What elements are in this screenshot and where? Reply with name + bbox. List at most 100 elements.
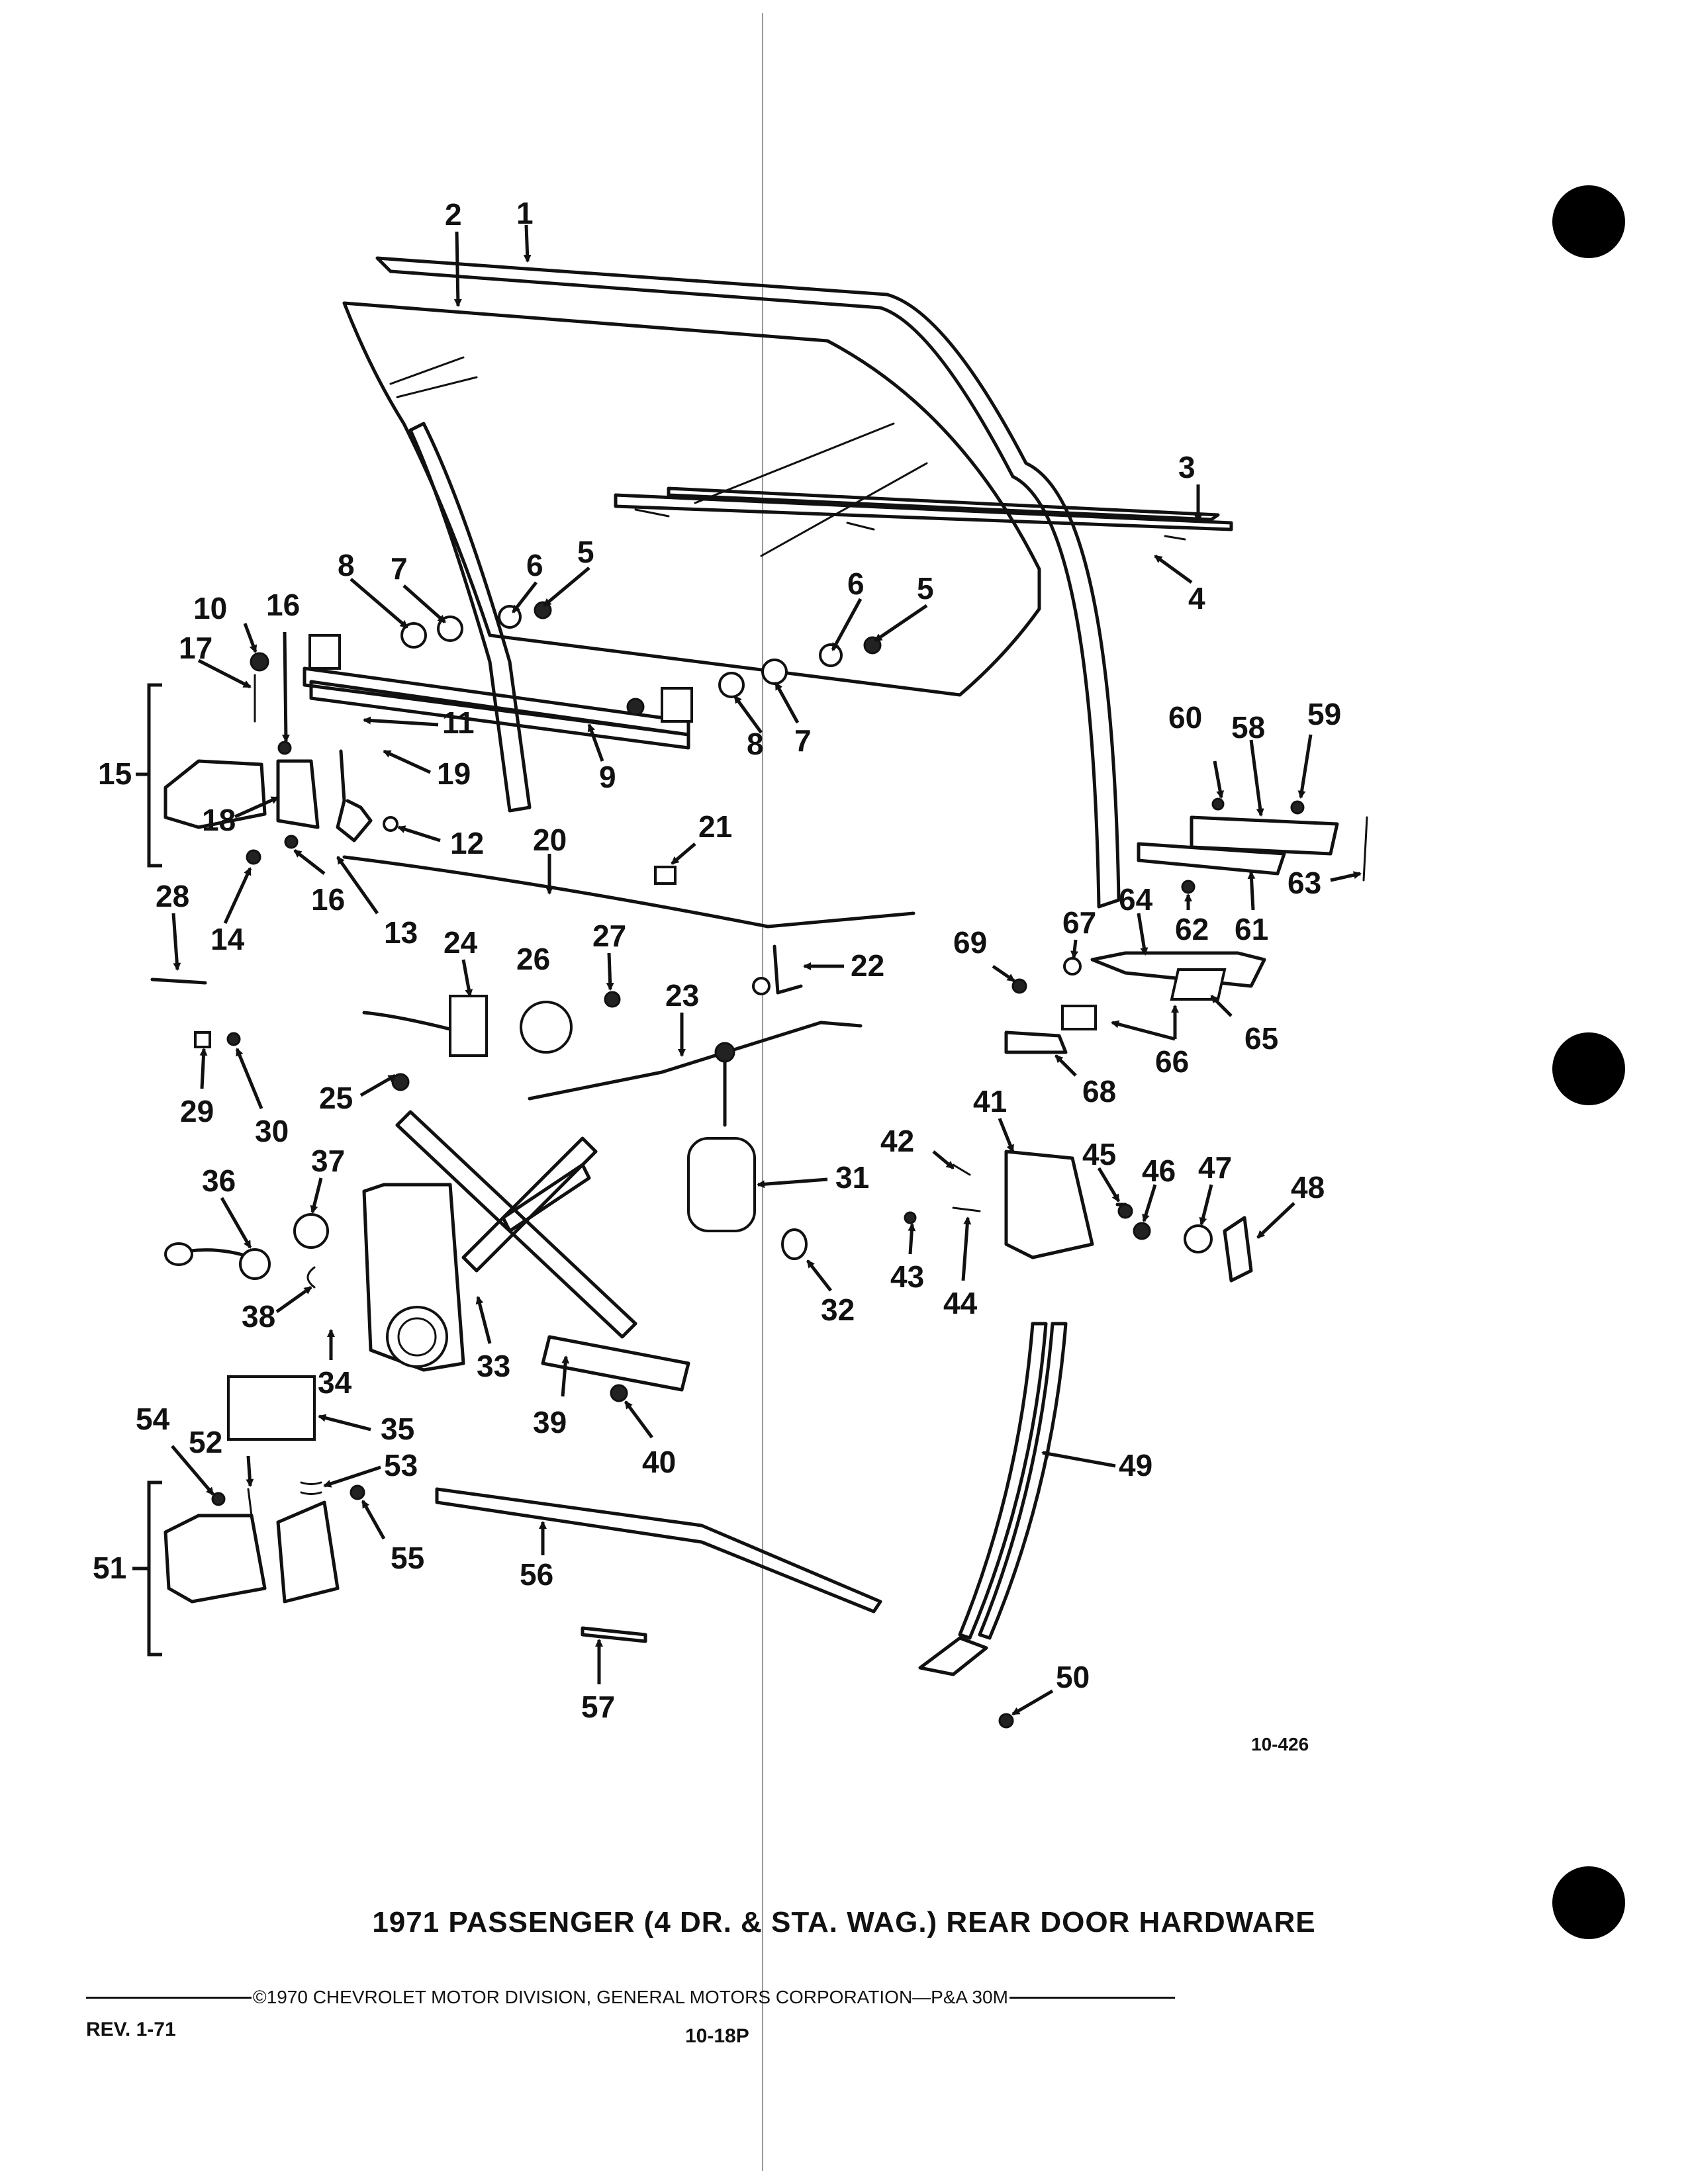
callout-30: 30 xyxy=(255,1114,289,1148)
callout-47: 47 xyxy=(1198,1150,1232,1185)
callout-49: 49 xyxy=(1119,1448,1152,1482)
callout-28: 28 xyxy=(156,879,189,913)
callout-36: 36 xyxy=(202,1163,236,1198)
callout-40: 40 xyxy=(642,1445,676,1479)
callout-67: 67 xyxy=(1062,905,1096,940)
callout-29: 29 xyxy=(180,1094,214,1128)
callout-35: 35 xyxy=(381,1412,414,1446)
binder-hole-middle xyxy=(1552,1032,1625,1105)
callout-33: 33 xyxy=(477,1349,510,1383)
copyright-rule-right xyxy=(1009,1996,1175,1999)
outside-handle xyxy=(1190,815,1339,856)
callout-57: 57 xyxy=(581,1690,615,1724)
callout-13: 13 xyxy=(384,915,418,950)
callout-6b: 6 xyxy=(847,567,865,601)
callout-37: 37 xyxy=(311,1144,345,1178)
door-weatherstrip xyxy=(435,1487,882,1614)
belt-weatherstrip xyxy=(614,493,1233,531)
callout-25: 25 xyxy=(319,1081,353,1115)
callout-7b: 7 xyxy=(794,723,812,758)
callout-12: 12 xyxy=(450,826,484,860)
door-check-link xyxy=(336,749,373,842)
binder-hole-bottom xyxy=(1552,1866,1625,1939)
callout-46: 46 xyxy=(1142,1154,1176,1188)
callout-20: 20 xyxy=(533,823,567,857)
callout-31: 31 xyxy=(835,1160,869,1195)
callout-66: 66 xyxy=(1155,1044,1189,1079)
callout-38: 38 xyxy=(242,1299,275,1334)
upper-hinge xyxy=(164,759,267,829)
figure-id: 10-426 xyxy=(1251,1734,1309,1754)
callout-26: 26 xyxy=(516,942,550,976)
callout-5b: 5 xyxy=(917,571,934,606)
lower-hinge xyxy=(164,1514,267,1604)
callout-63: 63 xyxy=(1288,866,1321,900)
copyright-text: ©1970 CHEVROLET MOTOR DIVISION, GENERAL … xyxy=(253,1987,1008,2007)
binder-hole-top xyxy=(1552,185,1625,258)
callout-59: 59 xyxy=(1307,697,1341,731)
bracket-15 xyxy=(136,683,162,868)
callout-43: 43 xyxy=(890,1259,924,1294)
copyright-line: ©1970 CHEVROLET MOTOR DIVISION, GENERAL … xyxy=(86,1987,1377,2008)
leader-lines xyxy=(171,224,1362,1716)
callout-64: 64 xyxy=(1119,882,1153,917)
striker-plate xyxy=(1223,1216,1253,1283)
diagram-title: 1971 PASSENGER (4 DR. & STA. WAG.) REAR … xyxy=(372,1906,1316,1938)
callout-53: 53 xyxy=(384,1448,418,1482)
callout-48: 48 xyxy=(1291,1170,1325,1205)
callout-52: 52 xyxy=(189,1425,222,1459)
callout-60: 60 xyxy=(1168,700,1202,735)
callout-27: 27 xyxy=(592,919,626,953)
callout-58: 58 xyxy=(1231,710,1265,745)
callout-16b: 16 xyxy=(311,882,345,917)
callout-50: 50 xyxy=(1056,1660,1090,1694)
callout-45: 45 xyxy=(1082,1137,1116,1171)
callout-4: 4 xyxy=(1188,581,1205,615)
callout-8: 8 xyxy=(338,548,355,582)
callout-3: 3 xyxy=(1178,450,1196,484)
window-stop xyxy=(227,1375,316,1441)
page-number: 10-18P xyxy=(685,2025,749,2047)
callout-68: 68 xyxy=(1082,1074,1116,1109)
callout-11: 11 xyxy=(442,705,475,740)
callout-10: 10 xyxy=(193,591,227,625)
bracket-51 xyxy=(132,1480,162,1657)
inside-remote-handle xyxy=(362,1011,465,1031)
copyright-rule-left xyxy=(86,1996,252,1999)
callout-23: 23 xyxy=(665,978,699,1013)
callout-1: 1 xyxy=(516,196,534,230)
door-glass xyxy=(342,301,1041,697)
glass-run-channel xyxy=(375,256,1121,909)
callout-15: 15 xyxy=(98,756,132,791)
callout-51: 51 xyxy=(93,1551,126,1585)
callout-5: 5 xyxy=(577,535,594,569)
callout-61: 61 xyxy=(1235,912,1268,946)
callout-6: 6 xyxy=(526,548,543,582)
callout-labels: 1 2 3 4 5 5 6 6 7 7 8 8 9 10 11 12 13 14… xyxy=(93,196,1341,1724)
callout-56: 56 xyxy=(520,1557,553,1592)
callout-69: 69 xyxy=(953,925,987,960)
callout-22: 22 xyxy=(851,948,884,983)
rear-run-channel xyxy=(958,1322,1048,1640)
callout-24: 24 xyxy=(444,925,478,960)
callout-17: 17 xyxy=(179,631,212,665)
callout-9: 9 xyxy=(599,760,616,794)
callout-18: 18 xyxy=(202,803,236,837)
callout-32: 32 xyxy=(821,1293,855,1327)
callout-16: 16 xyxy=(266,588,300,622)
window-regulator xyxy=(395,1110,637,1339)
door-lock-assembly xyxy=(1004,1150,1094,1259)
callout-7: 7 xyxy=(391,551,408,586)
callout-8b: 8 xyxy=(747,727,764,761)
callout-42: 42 xyxy=(880,1124,914,1158)
callout-65: 65 xyxy=(1244,1021,1278,1056)
callout-41: 41 xyxy=(973,1084,1007,1118)
callout-21: 21 xyxy=(698,809,732,844)
callout-19: 19 xyxy=(437,756,471,791)
callout-55: 55 xyxy=(391,1541,424,1575)
callout-62: 62 xyxy=(1175,912,1209,946)
parts-line-art xyxy=(150,256,1368,1729)
callout-2: 2 xyxy=(445,197,462,232)
callout-34: 34 xyxy=(318,1365,352,1400)
